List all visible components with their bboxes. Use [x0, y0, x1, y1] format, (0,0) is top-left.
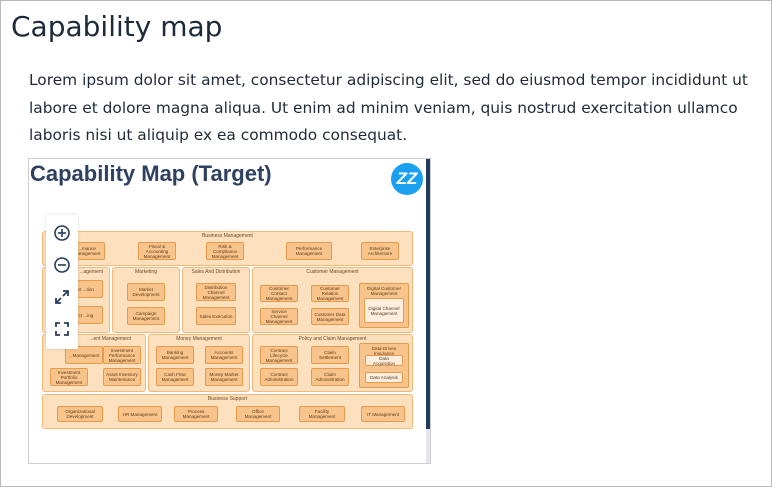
capability-box[interactable]: Fiscal & Accounting Management: [138, 242, 176, 260]
zoom-in-icon[interactable]: [50, 221, 74, 245]
brand-logo-icon: ZZ: [391, 163, 423, 195]
zoom-out-icon[interactable]: [50, 253, 74, 277]
group-label: Money Management: [176, 336, 222, 342]
capability-label: Data-Driven Insurance: [371, 346, 397, 356]
capability-box[interactable]: Market Development: [127, 283, 165, 301]
group-label: Marketing: [135, 269, 157, 275]
capability-box[interactable]: ...mance Management: [69, 242, 105, 260]
group-label: Policy and Claim Management: [298, 336, 367, 342]
capability-box[interactable]: HR Management: [118, 406, 162, 422]
capability-box[interactable]: Organizational Development: [57, 406, 103, 422]
map-title: Capability Map (Target): [30, 161, 272, 186]
group-marketing[interactable]: Marketing Market Development Campaign Ma…: [112, 267, 180, 333]
capability-box[interactable]: Process Management: [174, 406, 218, 422]
group-label: Business Support: [207, 396, 248, 402]
intro-paragraph: Lorem ipsum dolor sit amet, consectetur …: [29, 71, 748, 144]
group-business-management[interactable]: Business Management ...mance Management …: [42, 231, 413, 266]
capability-label: Digital Customer Management: [367, 286, 401, 296]
capability-box[interactable]: Campaign Management: [127, 307, 165, 325]
capability-box[interactable]: Facility Management: [299, 406, 345, 422]
group-label: Customer Management: [306, 269, 359, 275]
group-label: ...ent Management: [89, 336, 131, 342]
group-business-support[interactable]: Business Support Organizational Developm…: [42, 394, 413, 429]
capability-box[interactable]: Customer Data Management: [311, 308, 349, 325]
group-label: ...agement: [79, 269, 103, 275]
capability-box[interactable]: Investment Performance Management: [103, 346, 141, 364]
group-investment-management[interactable]: ...ent Management ...Management Investme…: [42, 334, 146, 392]
capability-box[interactable]: Sales Execution: [196, 307, 236, 325]
group-label: Sales And Distribution: [191, 269, 241, 275]
capability-map-viewer[interactable]: Capability Map (Target) ZZ Business Mana…: [28, 158, 431, 464]
capability-box[interactable]: Contract Administration: [260, 368, 298, 386]
capability-box[interactable]: Distribution Channel Management: [196, 283, 236, 301]
group-sales-distribution[interactable]: Sales And Distribution Distribution Chan…: [182, 267, 250, 333]
group-policy-claim-management[interactable]: Policy and Claim Management Contract Lif…: [252, 334, 413, 392]
capability-box[interactable]: Risk & Compliance Management: [206, 242, 244, 260]
group-customer-management[interactable]: Customer Management Customer Contact Man…: [252, 267, 413, 333]
fit-to-screen-icon[interactable]: [50, 285, 74, 309]
capability-box[interactable]: Accounts Management: [205, 346, 243, 364]
capability-box[interactable]: Banking Management: [156, 346, 194, 364]
group-label: Business Management: [202, 233, 253, 239]
capability-box[interactable]: Customer Relation Management: [311, 285, 349, 302]
scrollbar-thumb[interactable]: [426, 159, 430, 429]
capability-box[interactable]: ...Management: [65, 346, 103, 364]
capability-box[interactable]: IT Management: [361, 406, 405, 422]
capability-box[interactable]: Investment Portfolio Management: [50, 368, 88, 386]
capability-box[interactable]: Performance Management: [286, 242, 332, 260]
capability-box[interactable]: Customer Contact Management: [260, 285, 298, 302]
capability-box[interactable]: Enterprise Architecture: [361, 242, 399, 260]
capability-box[interactable]: Data Analysis: [365, 372, 403, 383]
capability-box[interactable]: Asset Inventory Maintenance: [103, 368, 141, 386]
viewer-toolbar: [46, 215, 78, 349]
capability-box[interactable]: Office Management: [236, 406, 280, 422]
capability-box[interactable]: Money Market Management: [205, 368, 243, 386]
capability-box[interactable]: Claim Settlement: [311, 346, 349, 364]
group-money-management[interactable]: Money Management Banking Management Acco…: [148, 334, 250, 392]
capability-box[interactable]: Cash Flow Management: [156, 368, 194, 386]
full-screen-icon[interactable]: [50, 317, 74, 341]
capability-box[interactable]: Contract Lifecycle Management: [260, 346, 298, 364]
capability-box[interactable]: Digital Channel Management: [364, 298, 404, 323]
capability-box[interactable]: Service Channel Management: [260, 308, 298, 325]
capability-box[interactable]: Claim Administration: [311, 368, 349, 386]
capability-box[interactable]: Data Acquisition: [365, 355, 403, 366]
page-title: Capability map: [11, 10, 223, 43]
